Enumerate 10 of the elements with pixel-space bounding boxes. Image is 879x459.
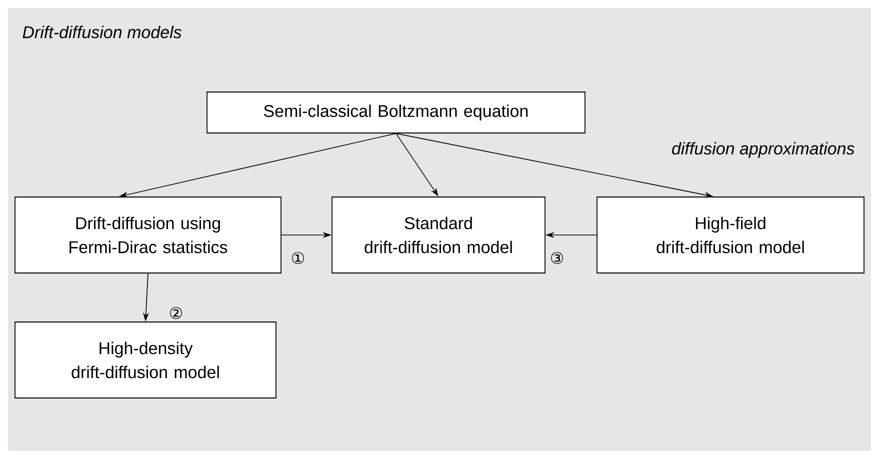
process-box: Drift-diffusion using Fermi-Dirac statistics — [14, 196, 282, 274]
process-box: Standard drift-diffusion model — [332, 196, 546, 274]
title: Drift-diffusion models — [22, 26, 182, 38]
edge-label: ① — [292, 252, 304, 264]
edge-label: ② — [170, 307, 182, 319]
annotation-text: diffusion approximations — [672, 142, 854, 158]
process-box: High-density drift-diffusion model — [14, 322, 276, 398]
process-box: High-field drift-diffusion model — [596, 196, 864, 274]
edge-label: ③ — [551, 252, 563, 264]
process-box: Semi-classical Boltzmann equation — [206, 92, 586, 134]
